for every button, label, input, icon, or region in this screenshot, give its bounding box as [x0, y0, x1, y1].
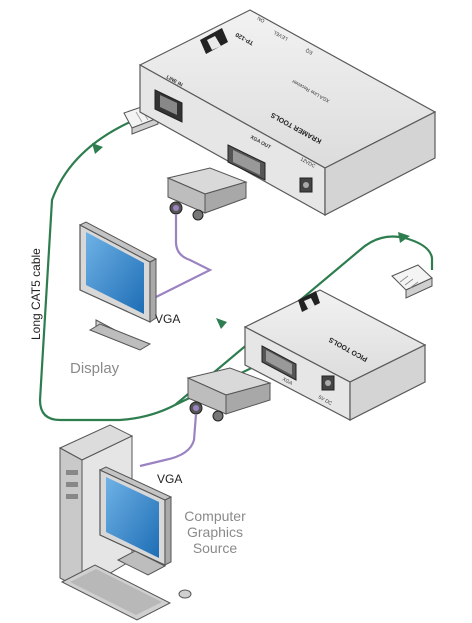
source-label-line1: Computer	[184, 508, 246, 524]
transmitter-logo-icon	[298, 291, 320, 312]
cable-arrow-icon	[92, 143, 410, 329]
xga-out-port	[227, 144, 266, 181]
transmitter-xga-port	[261, 345, 297, 381]
vga-plug-bottom	[186, 367, 272, 422]
source-label-text-2: Graphics	[187, 524, 243, 540]
vga-cable-bottom	[139, 413, 198, 468]
line-in-port	[154, 89, 183, 123]
cable-label: Long CAT5 cable	[29, 248, 43, 340]
vga-label-top: VGA	[155, 312, 180, 326]
vga-label-bottom: VGA	[157, 472, 182, 486]
source-label-line3: Source	[193, 540, 238, 556]
receiver-power-port	[299, 177, 313, 193]
transmitter-xga-label: XGA	[281, 377, 294, 388]
source-label-text: Computer	[184, 508, 246, 524]
source-label-text-3: Source	[193, 540, 238, 556]
receiver-on-label: ON	[256, 14, 266, 23]
keyboard	[60, 564, 172, 621]
vga-plug-top	[166, 167, 248, 221]
computer-monitor	[98, 466, 173, 576]
transmitter-device: PICO TOOLS XGA 5V DC	[243, 289, 427, 421]
receiver-eq-label: EQ	[305, 47, 314, 56]
source-label: Computer Graphics Source	[184, 508, 246, 556]
display-monitor	[78, 221, 158, 351]
receiver-device: KRAMER TOOLS XGA Line Receiver TP-120 ON…	[138, 9, 437, 217]
rj45-plug-right	[391, 264, 433, 299]
vga-cable-top	[149, 214, 213, 301]
mouse	[178, 589, 192, 599]
kramer-logo-icon	[200, 28, 228, 54]
display-label: Display	[70, 360, 120, 377]
source-label-line2: Graphics	[187, 524, 243, 540]
transmitter-power-port	[321, 375, 335, 391]
